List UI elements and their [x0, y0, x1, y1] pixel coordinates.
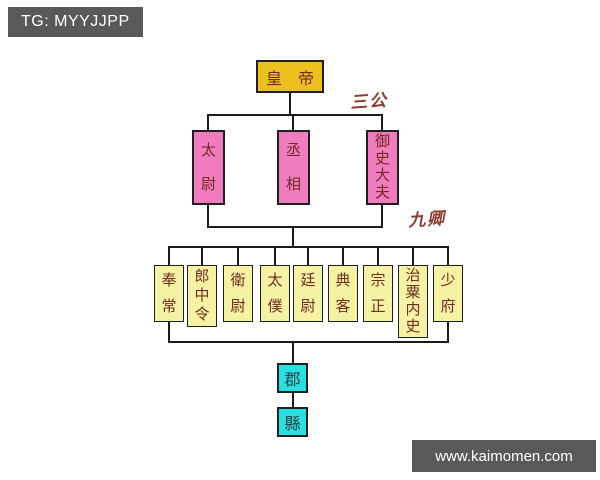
emperor-label: 皇帝 — [266, 70, 331, 88]
connector-line — [168, 321, 170, 343]
connector-line — [289, 93, 291, 115]
connector-line — [381, 204, 383, 226]
connector-line — [168, 246, 170, 266]
box-label: 郡 — [284, 372, 301, 389]
jun-box: 郡 — [277, 363, 308, 393]
jiuqing-box-taipu: 太僕 — [260, 265, 290, 322]
sangong-group-label: 三公 — [349, 90, 389, 113]
connector-line — [412, 246, 414, 266]
connector-line — [274, 246, 276, 266]
tg-watermark-text: TG: MYYJJPP — [21, 13, 130, 30]
connector-line — [292, 114, 294, 130]
box-label: 丞相 — [285, 142, 301, 193]
jiuqing-box-zhisuneishi: 治粟内史 — [398, 265, 428, 338]
connector-line — [201, 246, 203, 266]
sangong-box-taiwei: 太尉 — [192, 130, 225, 205]
connector-line — [237, 246, 239, 266]
jiuqing-box-dianke: 典客 — [328, 265, 358, 322]
jiuqing-box-shaofu: 少府 — [433, 265, 463, 322]
box-label: 治粟内史 — [405, 267, 421, 335]
jiuqing-box-langzhongling: 郎中令 — [187, 265, 217, 327]
site-watermark-badge: www.kaimomen.com — [412, 440, 596, 472]
box-label: 太僕 — [267, 272, 283, 315]
connector-line — [168, 341, 449, 343]
box-label: 縣 — [284, 416, 301, 433]
connector-line — [447, 246, 449, 266]
box-label: 衛尉 — [230, 272, 246, 315]
jiuqing-box-tingwei: 廷尉 — [293, 265, 323, 322]
connector-line — [381, 114, 383, 130]
connector-line — [447, 321, 449, 343]
jiuqing-box-fengchang: 奉常 — [154, 265, 184, 322]
box-label: 太尉 — [200, 142, 216, 193]
connector-line — [292, 341, 294, 364]
box-label: 郎中令 — [194, 268, 210, 323]
emperor-box: 皇帝 — [256, 60, 324, 93]
site-watermark-text: www.kaimomen.com — [435, 447, 573, 465]
connector-line — [207, 114, 383, 116]
xian-box: 縣 — [277, 407, 308, 437]
sangong-box-yushidafu: 御史大夫 — [366, 130, 399, 205]
box-label: 御史大夫 — [374, 133, 390, 201]
box-label: 奉常 — [161, 272, 177, 315]
connector-line — [377, 246, 379, 266]
tg-watermark-badge: TG: MYYJJPP — [8, 7, 143, 37]
sangong-box-chengxiang: 丞相 — [277, 130, 310, 205]
jiuqing-box-zongzheng: 宗正 — [363, 265, 393, 322]
connector-line — [207, 114, 209, 130]
connector-line — [292, 226, 294, 248]
connector-line — [292, 392, 294, 408]
jiuqing-group-label: 九卿 — [407, 208, 447, 231]
connector-line — [207, 204, 209, 226]
box-label: 宗正 — [370, 272, 386, 315]
jiuqing-box-weiwei: 衛尉 — [223, 265, 253, 322]
connector-line — [342, 246, 344, 266]
connector-line — [207, 226, 383, 228]
connector-line — [307, 246, 309, 266]
box-label: 典客 — [335, 272, 351, 315]
box-label: 廷尉 — [300, 272, 316, 315]
box-label: 少府 — [440, 272, 456, 315]
